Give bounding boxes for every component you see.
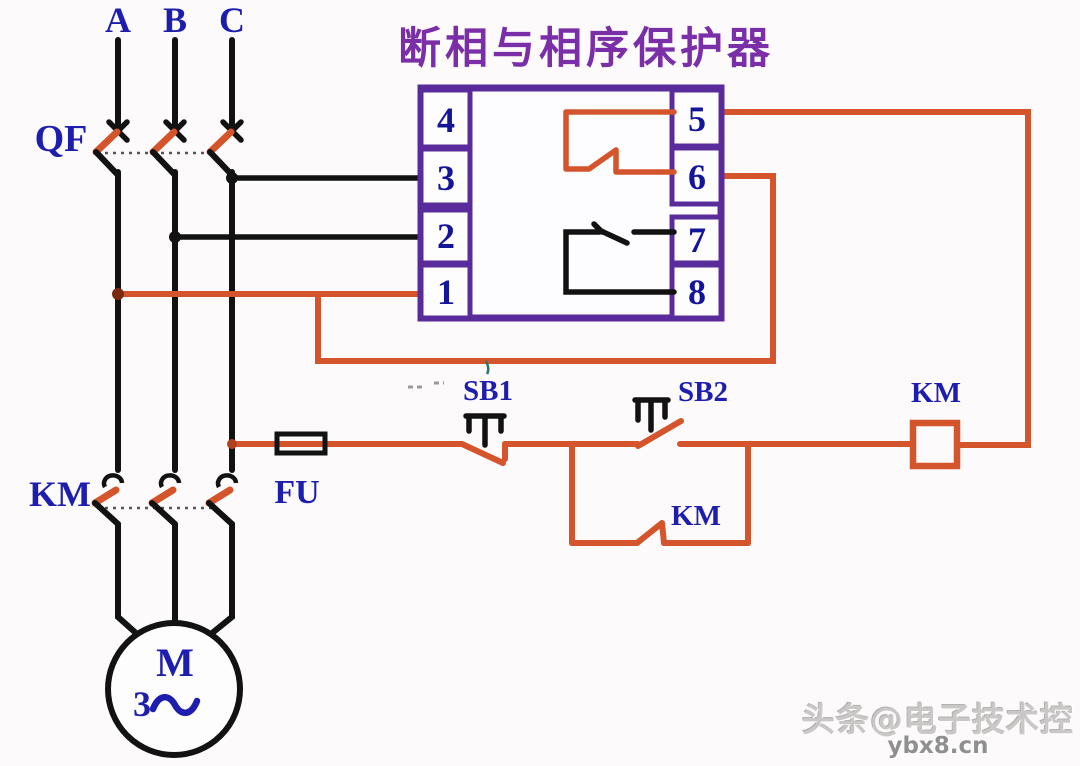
km-coil-label: KM	[911, 377, 961, 409]
motor-phase-count: 3	[133, 684, 151, 724]
terminal-box-2	[418, 207, 473, 266]
km-pole-c	[205, 473, 239, 527]
km-coil-symbol	[909, 419, 961, 470]
phase-lines-top	[115, 37, 235, 131]
qf-return-a	[93, 149, 120, 177]
phase-lines-middle	[115, 169, 235, 473]
qf-breaker	[92, 119, 244, 177]
qf-return-b	[150, 149, 177, 177]
qf-return-c	[207, 149, 234, 177]
phase-b-label: B	[163, 0, 187, 40]
junction-dot	[112, 288, 124, 300]
terminal-6-label: 6	[688, 157, 706, 197]
watermark: 头条@电子技术控 ybx8.cn	[802, 699, 1074, 759]
stop-button-label: SB1	[463, 375, 513, 407]
terminal-8-label: 8	[688, 272, 706, 312]
sb2-actuator-icon	[632, 397, 671, 433]
motor: M 3	[105, 620, 243, 758]
qf-pole-b	[149, 119, 187, 177]
motor-wire-c	[208, 521, 235, 637]
terminal6-loop-wire	[315, 173, 776, 364]
motor-circle	[105, 620, 243, 758]
sb2-blade	[635, 418, 684, 449]
qf-blade-a	[92, 128, 121, 156]
wire-terminal6-down	[315, 173, 776, 364]
internal-contact-7-8	[563, 221, 677, 295]
km-main-label: KM	[29, 474, 91, 514]
protector-box: 4 3 2 1 5 6 7 8	[417, 84, 725, 322]
qf-blade-c	[206, 128, 235, 156]
km-return-a	[92, 500, 121, 527]
stop-button-symbol	[459, 413, 508, 466]
terminal5-loop-wire	[718, 109, 1031, 448]
start-button-label: SB2	[678, 376, 728, 408]
terminal-1-label: 1	[437, 272, 455, 312]
terminal-7-label: 7	[688, 220, 706, 260]
terminal-box-3	[418, 146, 473, 208]
motor-wire-a	[115, 521, 140, 637]
junction-dot	[226, 172, 238, 184]
watermark-url: ybx8.cn	[887, 732, 989, 759]
fuse-label: FU	[274, 474, 319, 511]
terminal-4-label: 4	[437, 100, 455, 140]
km-aux-label: KM	[671, 500, 721, 532]
km-main-contacts	[91, 473, 239, 527]
motor-letter: M	[156, 640, 194, 685]
km-pole-b	[148, 473, 182, 527]
contactor-arc-icon	[215, 473, 239, 489]
watermark-text: 头条@电子技术控	[802, 700, 1074, 740]
terminal-box-6	[669, 145, 724, 207]
terminal-5-label: 5	[688, 99, 706, 139]
phase-a-label: A	[105, 0, 131, 40]
qf-pole-a	[92, 119, 130, 177]
terminal-2-label: 2	[437, 216, 455, 256]
phase-c-label: C	[219, 0, 245, 40]
smudge-speck	[484, 360, 490, 375]
km-return-b	[149, 500, 178, 527]
sb1-blade	[459, 441, 506, 466]
protector-input-wires	[112, 172, 424, 300]
contactor-arc-icon	[101, 473, 125, 489]
internal-contact-5-6	[563, 109, 677, 175]
breaker-label: QF	[35, 118, 88, 160]
junction-dot	[227, 439, 237, 449]
km-blade-a	[91, 486, 120, 507]
terminal-box-1	[418, 262, 473, 321]
ac-wave-symbol	[149, 694, 201, 716]
terminal-3-label: 3	[437, 158, 455, 198]
terminal-box-5	[669, 87, 724, 149]
qf-blade-b	[149, 128, 178, 156]
km-blade-b	[148, 486, 177, 507]
protector-title: 断相与相序保护器	[398, 24, 774, 74]
km-blade-c	[205, 486, 234, 507]
motor-feed-wires	[115, 521, 235, 637]
contactor-arc-icon	[158, 473, 182, 489]
km-aux-branch	[569, 441, 751, 546]
control-circuit	[227, 397, 961, 546]
smudge-artifacts	[408, 381, 444, 389]
sb1-actuator-icon	[463, 413, 507, 448]
fuse-symbol	[274, 431, 328, 456]
qf-pole-c	[206, 119, 244, 177]
aux-contact-blade	[634, 520, 667, 546]
km-return-c	[206, 500, 235, 527]
wire-terminal5-to-coil	[718, 109, 1031, 448]
terminal-box-8	[669, 262, 724, 321]
junction-dot	[169, 231, 181, 243]
start-button-symbol	[632, 397, 684, 449]
contact78-left-path	[563, 229, 677, 295]
km-pole-a	[91, 473, 125, 527]
terminal-box-4	[418, 87, 473, 150]
